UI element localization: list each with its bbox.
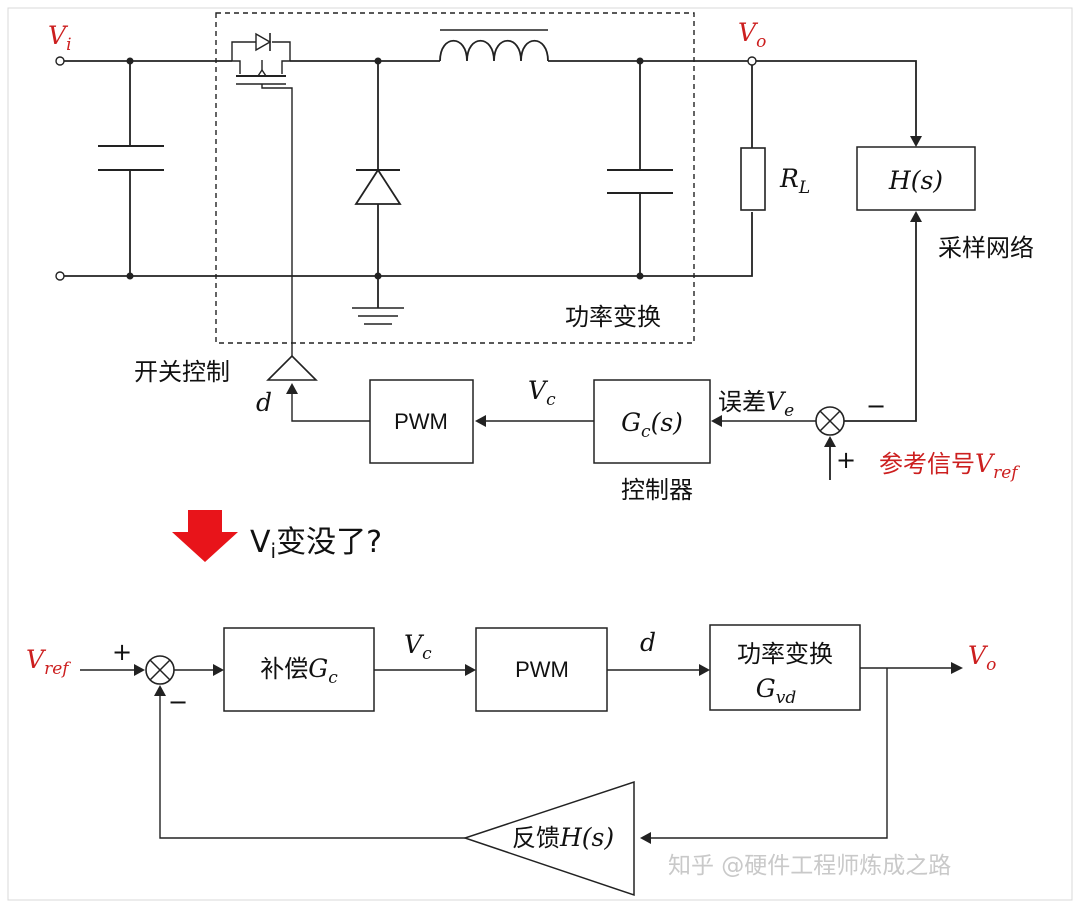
inductor-icon (439, 40, 549, 62)
duty-d-label: d (640, 628, 656, 657)
vref-label: Vref (26, 645, 71, 679)
error-label: 误差Ve (718, 387, 794, 421)
arrowhead (465, 664, 476, 676)
ground-icon (352, 276, 404, 325)
arrowhead (213, 664, 224, 676)
vi-gone-question: Vi变没了? (250, 525, 382, 563)
vo-label: Vo (738, 18, 766, 52)
summing-junction-icon (145, 655, 175, 685)
arrowhead (640, 832, 651, 844)
junction-dot (636, 57, 644, 65)
switch-control-label: 开关控制 (134, 358, 230, 386)
vo-label: Vo (968, 641, 996, 675)
sensor-hs-block (856, 146, 976, 211)
junction-dot (126, 272, 134, 280)
arrowhead (699, 664, 710, 676)
duty-wire (291, 392, 370, 422)
mosfet-switch-icon (231, 32, 291, 85)
feedback-return-wire (159, 695, 465, 839)
power-conversion-region (215, 12, 695, 344)
bottom-rail (64, 212, 753, 277)
feedback-wire (650, 668, 888, 839)
sum-plus-sign: + (836, 446, 856, 474)
vc-label: Vc (528, 376, 556, 410)
pwm-label: PWM (515, 657, 569, 682)
controller-gc-label: Gc(s) (621, 408, 683, 442)
arrowhead (824, 436, 836, 447)
sampling-network-label: 采样网络 (938, 234, 1034, 262)
sum-minus-sign: − (168, 688, 188, 716)
output-capacitor-icon (607, 61, 673, 276)
feedback-label: 反馈H(s) (512, 823, 614, 852)
sensor-to-sum-wire (844, 222, 917, 422)
arrowhead (154, 685, 166, 696)
reference-signal-label: 参考信号Vref (879, 449, 1020, 483)
pwm-label: PWM (394, 409, 448, 434)
arrowhead (286, 383, 298, 394)
circuit-schematic: H(s) − + Gc(s) 控制器 Vc PWM d (55, 12, 976, 504)
vi-label: Vi (48, 21, 72, 55)
gate-wire (261, 84, 293, 356)
vi-terminal-bottom (55, 271, 65, 281)
control-block-diagram: Vref + − 补偿Gc Vc PWM d 功率变换 Gvd (26, 624, 996, 897)
vo-to-sensor-wire (756, 60, 917, 138)
arrowhead (134, 664, 145, 676)
freewheel-diode-icon (354, 61, 402, 276)
compensator-block (223, 627, 375, 712)
controller-label: 控制器 (621, 476, 693, 504)
image-frame (7, 7, 1073, 901)
sum-plus-sign: + (112, 638, 132, 666)
vi-terminal-top (55, 56, 65, 66)
summing-junction-icon (815, 406, 845, 436)
vo-terminal (747, 56, 757, 66)
power-gvd-label: Gvd (756, 674, 797, 708)
junction-dot (126, 57, 134, 65)
load-resistor-icon (740, 147, 766, 211)
input-capacitor-icon (98, 61, 164, 276)
power-conversion-block (709, 624, 861, 711)
compensator-label: 补偿Gc (260, 654, 338, 688)
down-arrow-icon (172, 510, 238, 562)
arrowhead (910, 211, 922, 222)
sensor-hs-label: H(s) (888, 166, 943, 195)
power-conversion-label: 功率变换 (737, 640, 833, 668)
power-conversion-label: 功率变换 (565, 303, 661, 331)
feedback-block (462, 780, 635, 897)
arrowhead (475, 415, 486, 427)
junction-dot (636, 272, 644, 280)
arrowhead (711, 415, 722, 427)
arrowhead (910, 136, 922, 147)
junction-dot (374, 57, 382, 65)
arrowhead (951, 662, 963, 674)
vc-label: Vc (404, 630, 432, 664)
sum-minus-sign: − (866, 392, 886, 420)
duty-d-label: d (256, 388, 272, 417)
controller-gc-block (593, 379, 711, 464)
rl-label: RL (779, 164, 810, 198)
watermark: 知乎 @硬件工程师炼成之路 (668, 853, 951, 879)
gate-driver-icon (266, 354, 318, 381)
